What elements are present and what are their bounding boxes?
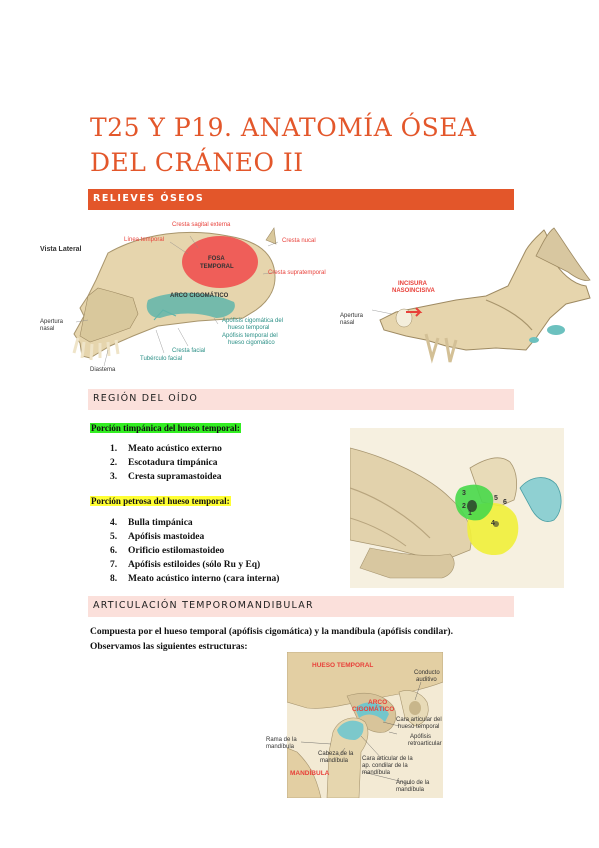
section-header-relieves: RELIEVES ÓSEOS bbox=[88, 189, 514, 210]
apertura-nasal-label-2: nasal bbox=[40, 326, 55, 332]
petrosa-list: 4.Bulla timpánica 5.Apófisis mastoidea 6… bbox=[110, 516, 279, 586]
petrosa-heading: Porción petrosa del hueso temporal: bbox=[90, 496, 231, 506]
apofisis-temporal-label-2: hueso cigomático bbox=[228, 340, 275, 346]
list-item: 2.Escotadura timpánica bbox=[110, 458, 218, 468]
cresta-sagital-label: Cresta sagital externa bbox=[172, 222, 231, 228]
incisura-label-2: NASOINCISIVA bbox=[392, 288, 435, 294]
marker-5: 5 bbox=[494, 495, 498, 502]
list-item: 5.Apófisis mastoidea bbox=[110, 532, 205, 542]
marker-3: 3 bbox=[462, 490, 466, 497]
cabeza-mandibula-label-2: mandíbula bbox=[320, 758, 349, 764]
cara-articular-condilar-label-3: mandíbula bbox=[362, 770, 391, 776]
apofisis-temporal-label-1: Apófisis temporal del bbox=[222, 333, 278, 339]
marker-2: 2 bbox=[462, 503, 466, 510]
conducto-auditivo-label-2: auditivo bbox=[416, 677, 437, 683]
arco-cigomatico-area bbox=[146, 292, 235, 318]
bovine-skull-illustration bbox=[371, 227, 591, 364]
timpanica-heading: Porción timpánica del hueso temporal: bbox=[90, 423, 241, 433]
marker-1: 1 bbox=[468, 510, 472, 517]
apofisis-cigomatica-label-1: Apófisis cigomática del bbox=[222, 318, 284, 324]
rama-mandibula-label-2: mandíbula bbox=[266, 744, 295, 750]
diastema-label: Diastema bbox=[90, 367, 116, 373]
apofisis-retroarticular-label-1: Apófisis bbox=[410, 734, 432, 740]
section-title-relieves: RELIEVES ÓSEOS bbox=[93, 193, 205, 204]
arco-label-1: ARCO bbox=[368, 699, 388, 706]
linea-temporal-label: Línea temporal bbox=[124, 237, 165, 243]
section-header-oido: REGIÓN DEL OÍDO bbox=[88, 389, 514, 410]
atm-description-line-1: Compuesta por el hueso temporal (apófisi… bbox=[90, 627, 453, 637]
cara-articular-temporal-label-2: hueso temporal bbox=[398, 724, 440, 730]
timpanica-list: 1.Meato acústico externo 2.Escotadura ti… bbox=[110, 442, 222, 484]
hueso-temporal-label: HUESO TEMPORAL bbox=[312, 662, 374, 669]
marker-6: 6 bbox=[503, 499, 507, 506]
tuberculo-facial-label: Tubérculo facial bbox=[140, 356, 183, 362]
apertura-nasal-bovine-label-1: Apertura bbox=[340, 313, 364, 319]
cabeza-mandibula-label-1: Cabeza de la bbox=[318, 751, 354, 757]
dog-skull-illustration bbox=[72, 227, 279, 367]
section-title-oido: REGIÓN DEL OÍDO bbox=[93, 393, 199, 404]
list-item: 3.Cresta supramastoidea bbox=[110, 472, 222, 482]
incisura-label-1: INCISURA bbox=[398, 281, 428, 287]
list-item: 4.Bulla timpánica bbox=[110, 518, 193, 528]
ear-region-illustration bbox=[350, 428, 564, 588]
tmj-illustration bbox=[287, 652, 443, 798]
temporal-label: TEMPORAL bbox=[200, 264, 234, 270]
rama-mandibula-label-1: Rama de la bbox=[266, 737, 297, 743]
list-item: 1.Meato acústico externo bbox=[110, 444, 222, 454]
cara-articular-temporal-label-1: Cara articular del bbox=[396, 717, 442, 723]
atm-description-line-2: Observamos las siguientes estructuras: bbox=[90, 642, 248, 652]
list-item: 7.Apófisis estiloides (sólo Ru y Eq) bbox=[110, 560, 261, 570]
conducto-auditivo-label-1: Conducto bbox=[414, 670, 440, 676]
cresta-supratemporal-label: Cresta supratemporal bbox=[268, 270, 326, 276]
cresta-nucal-label: Cresta nucal bbox=[282, 238, 316, 244]
apofisis-cigomatica-label-2: hueso temporal bbox=[228, 325, 270, 331]
arco-label-2: CIGOMÁTICO bbox=[352, 706, 395, 713]
vista-lateral-label: Vista Lateral bbox=[40, 246, 82, 253]
fosa-label: FOSA bbox=[208, 256, 225, 262]
mandibula-label: MANDÍBULA bbox=[290, 770, 330, 777]
angulo-mandibula-label-2: mandíbula bbox=[396, 787, 425, 793]
cara-articular-condilar-label-1: Cara articular de la bbox=[362, 756, 413, 762]
apertura-nasal-label-1: Apertura bbox=[40, 319, 64, 325]
section-header-articulacion: ARTICULACIÓN TEMPOROMANDIBULAR bbox=[88, 596, 514, 617]
marker-4: 4 bbox=[491, 520, 495, 527]
fosa-temporal-area bbox=[182, 236, 258, 288]
apertura-nasal-bovine-label-2: nasal bbox=[340, 320, 355, 326]
list-item: 6.Orificio estilomastoideo bbox=[110, 546, 225, 556]
arco-cigomatico-label: ARCO CIGOMÁTICO bbox=[170, 293, 229, 299]
section-title-articulacion: ARTICULACIÓN TEMPOROMANDIBULAR bbox=[93, 600, 314, 611]
cresta-facial-label: Cresta facial bbox=[172, 348, 206, 354]
page-title: T25 Y P19. ANATOMÍA ÓSEA DEL CRÁNEO II bbox=[90, 113, 477, 177]
cara-articular-condilar-label-2: ap. condilar de la bbox=[362, 763, 408, 769]
angulo-mandibula-label-1: Ángulo de la bbox=[396, 780, 430, 786]
list-item: 8.Meato acústico interno (cara interna) bbox=[110, 574, 280, 584]
apofisis-retroarticular-label-2: retroarticular bbox=[408, 741, 442, 747]
